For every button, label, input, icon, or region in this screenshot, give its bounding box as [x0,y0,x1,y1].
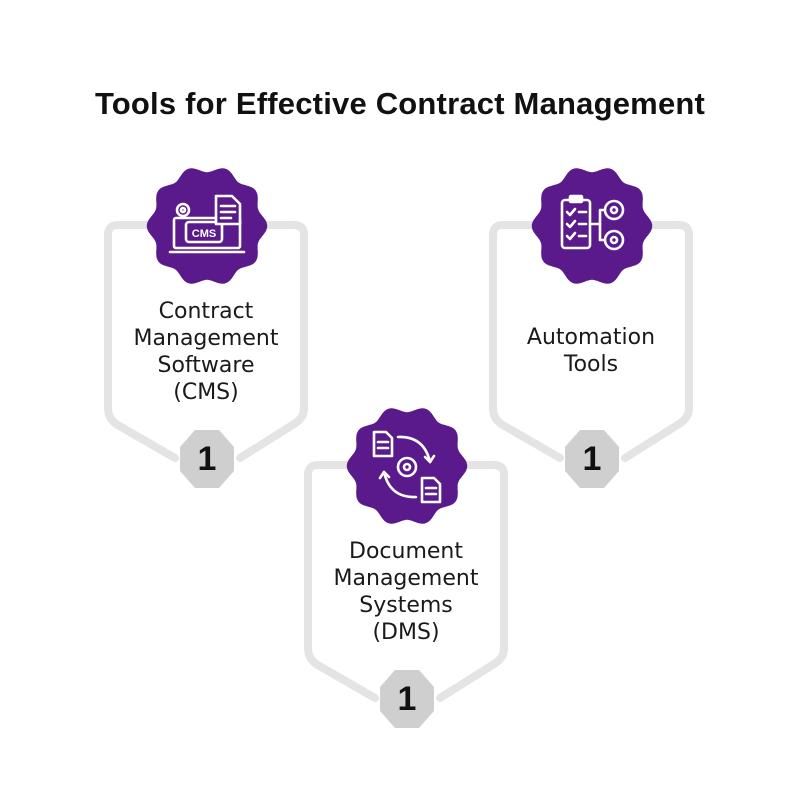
card-frame-dms [304,461,508,702]
medallion-cms [146,168,268,284]
card-label-line: Management [333,566,479,591]
medallion-dms [346,408,468,524]
card-label-line: Document [349,539,463,564]
card-label-automation: Automation Tools [493,324,689,378]
card-label-cms: Contract Management Software (CMS) [108,298,304,406]
card-label-line: Systems [359,593,453,618]
card-number-dms: 1 [397,680,417,718]
card-number-automation: 1 [582,440,602,478]
card-label-line: (DMS) [372,620,440,645]
card-label-line: Software [157,353,255,378]
card-label-line: (CMS) [173,380,239,405]
card-label-line: Tools [563,352,619,377]
medallion-automation [531,168,653,284]
card-label-line: Automation [526,325,656,350]
card-label-dms: Document Management Systems (DMS) [308,538,504,646]
card-label-line: Management [133,326,279,351]
card-label-line: Contract [158,299,254,324]
cms-software-icon: CMS [168,194,246,254]
svg-text:CMS: CMS [192,228,216,240]
card-frame-automation [489,221,693,462]
card-frame-cms [104,221,308,462]
automation-checklist-gears-icon [560,194,625,251]
page-title: Tools for Effective Contract Management [94,86,706,121]
card-number-cms: 1 [197,440,217,478]
document-sync-icon [372,430,442,504]
